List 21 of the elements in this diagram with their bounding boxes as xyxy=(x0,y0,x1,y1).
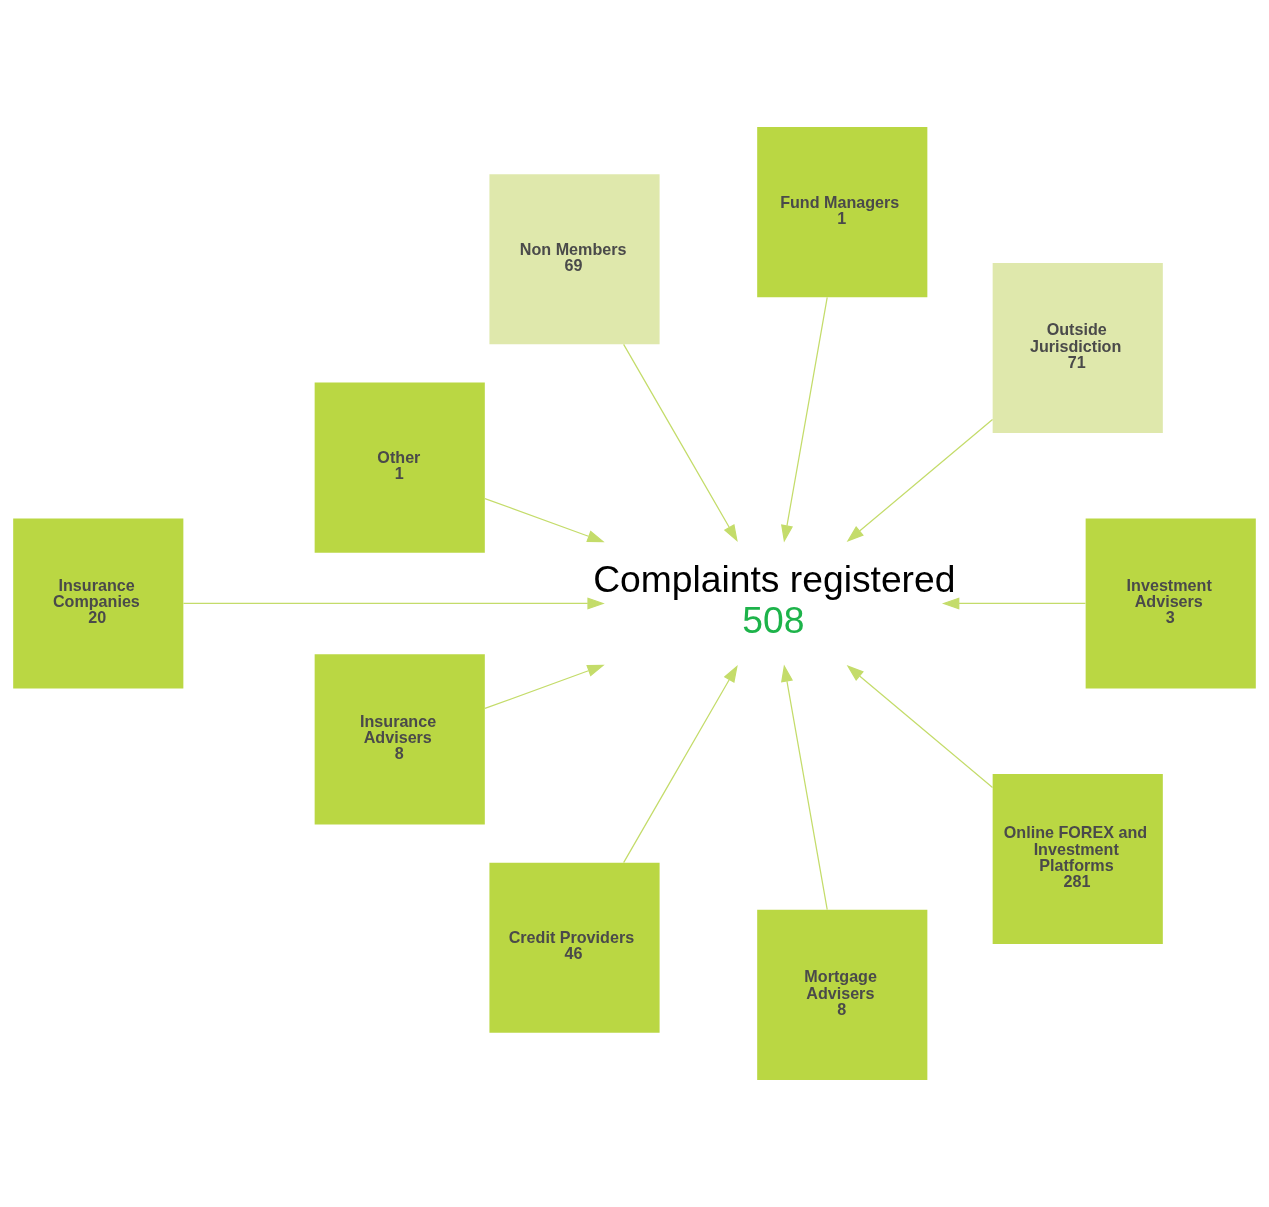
node-box: Credit Providers 46 xyxy=(489,862,660,1033)
node-box: Mortgage Advisers 8 xyxy=(757,909,928,1081)
node-box: Online FOREX and Investment Platforms 281 xyxy=(992,773,1163,945)
arrow xyxy=(941,597,1087,610)
arrow xyxy=(781,664,828,911)
node-box: Outside Jurisdiction 71 xyxy=(992,262,1163,434)
node-text: Complaints registered 508 xyxy=(593,558,956,642)
node-box: Other 1 xyxy=(314,382,485,553)
arrow xyxy=(182,597,605,610)
node-box: Non Members 69 xyxy=(489,174,660,345)
arrow xyxy=(484,664,605,710)
arrow xyxy=(846,418,994,542)
arrow xyxy=(623,664,738,864)
arrow xyxy=(781,296,828,543)
node-box: Fund Managers 1 xyxy=(757,126,928,298)
node-box: Investment Advisers 3 xyxy=(1085,518,1256,689)
arrow xyxy=(484,497,605,543)
node-box: Insurance Companies 20 xyxy=(13,518,184,689)
arrow xyxy=(846,665,994,789)
node-box: Insurance Advisers 8 xyxy=(314,654,485,825)
arrow xyxy=(623,343,738,543)
